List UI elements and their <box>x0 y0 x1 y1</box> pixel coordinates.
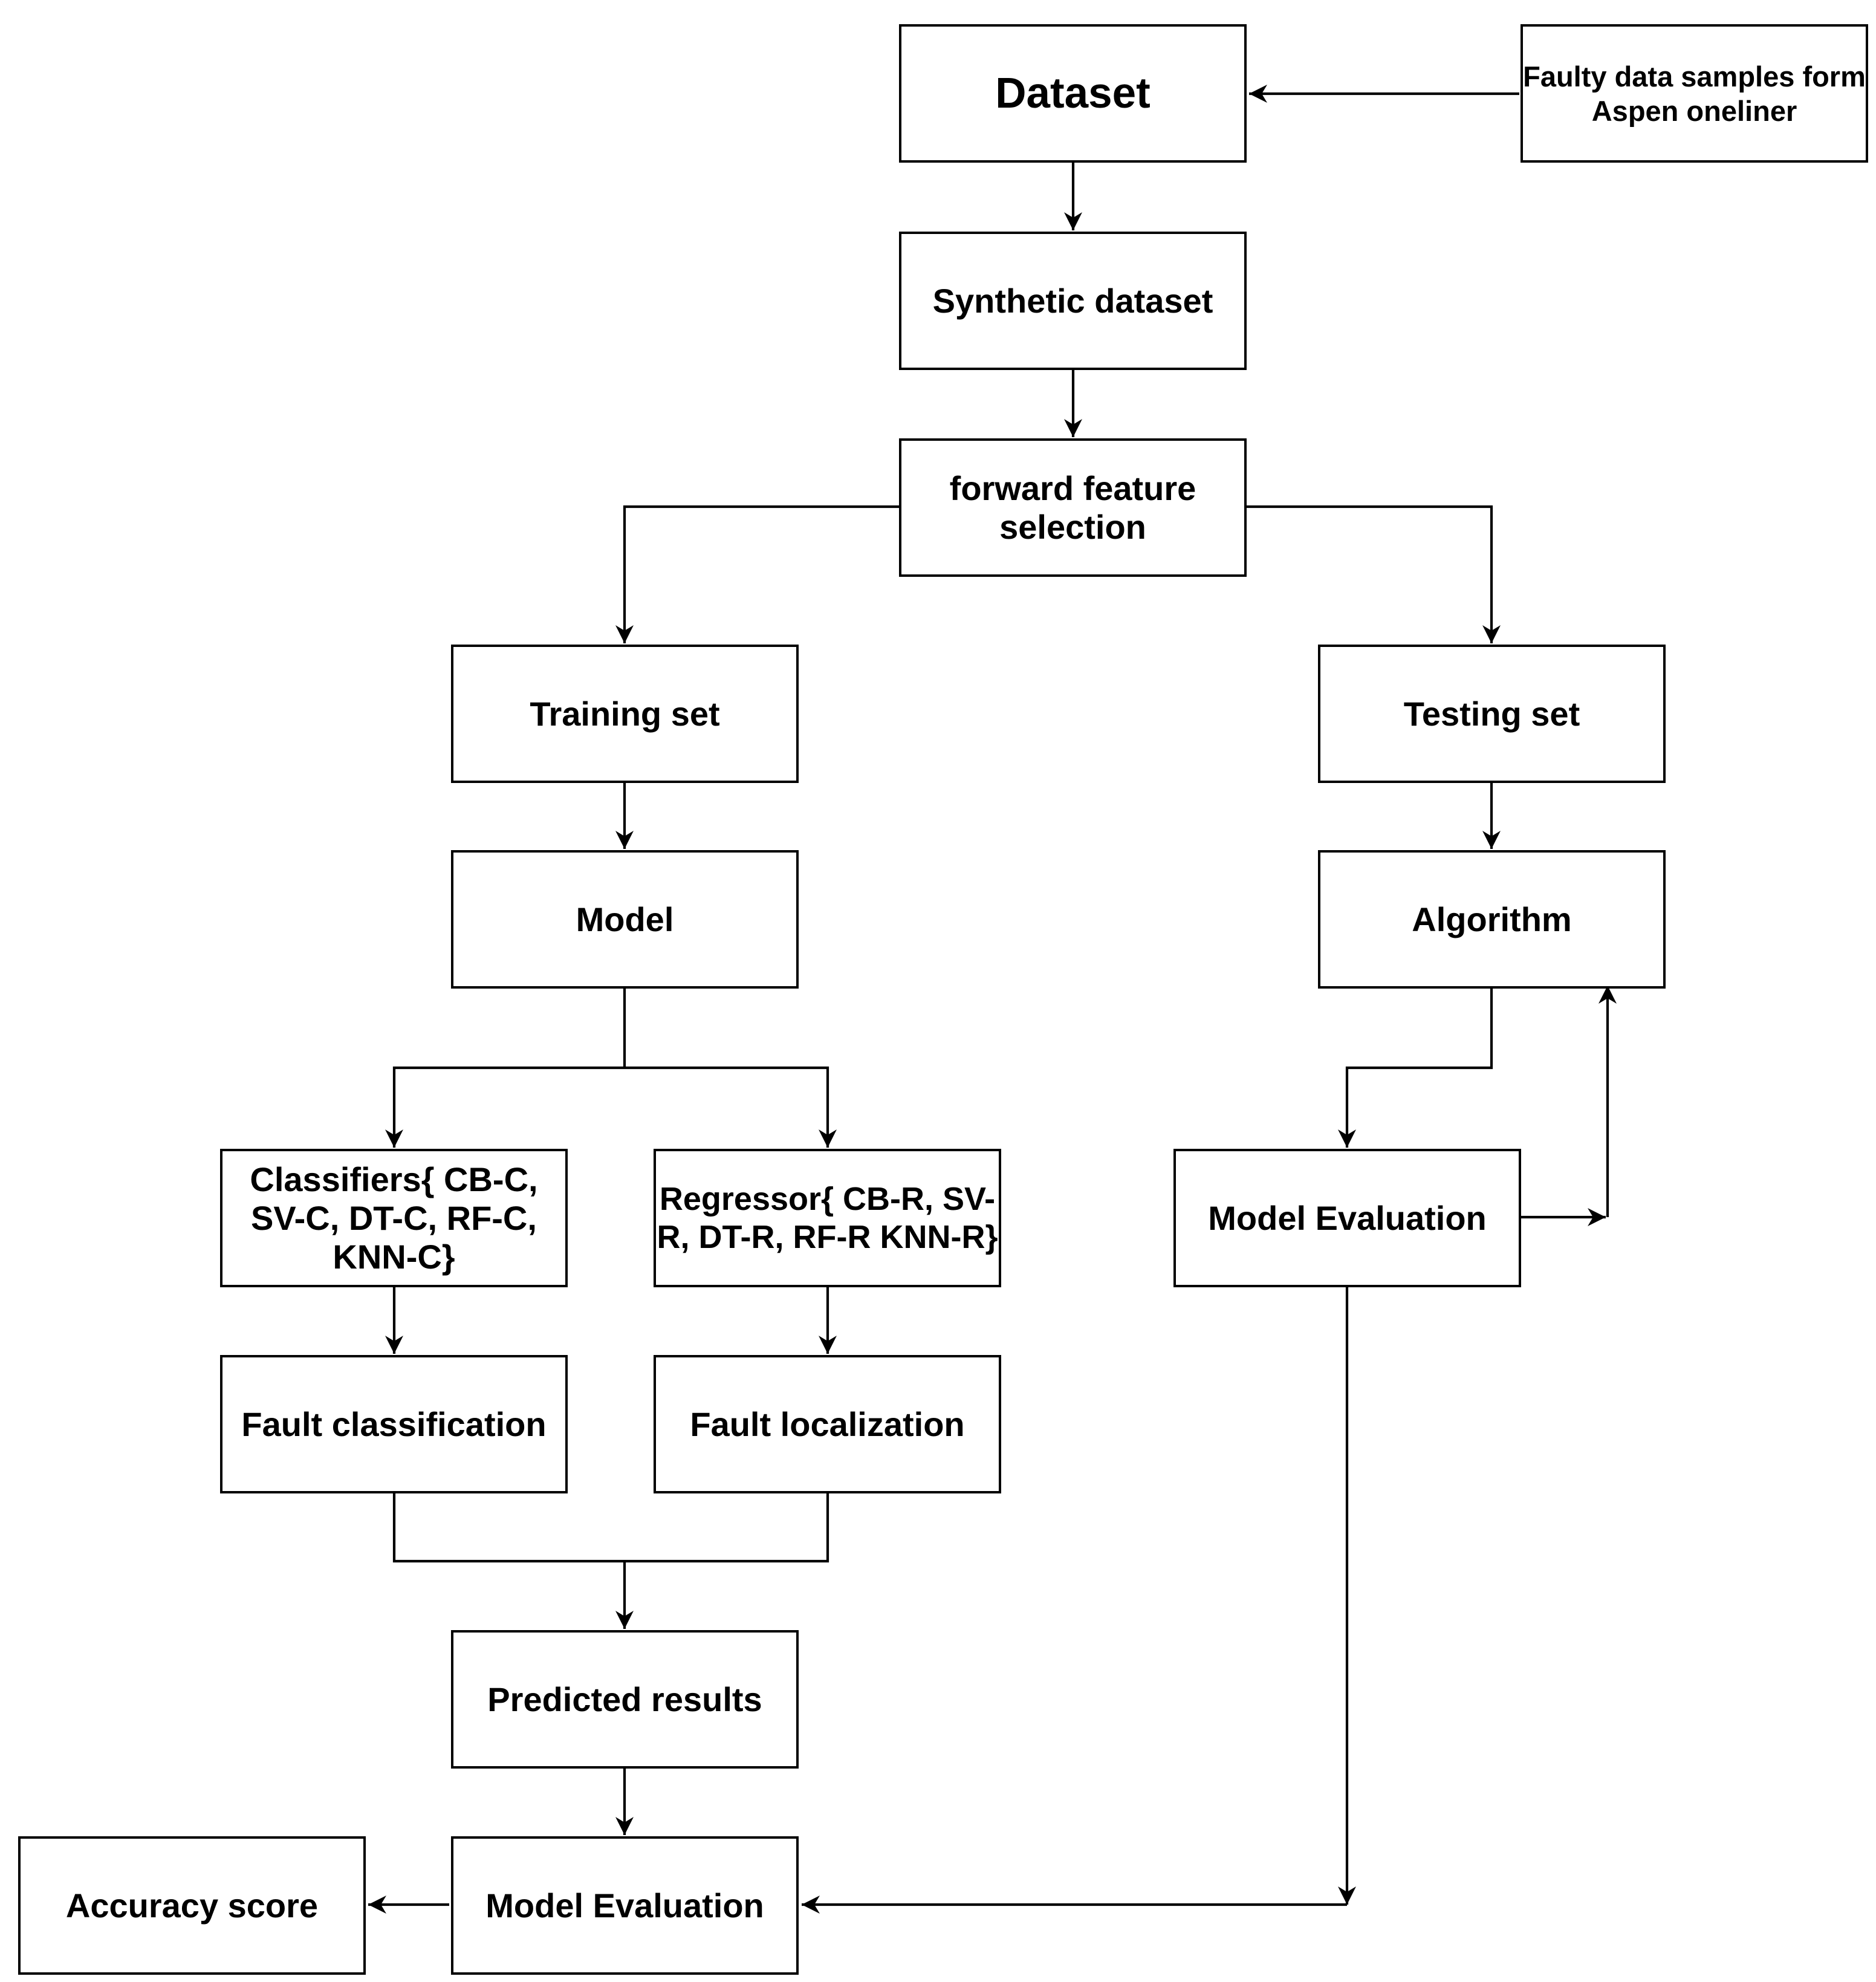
edge-fault-join <box>392 1492 829 1563</box>
node-forward-feature-selection-label: forward feature selection <box>949 469 1196 546</box>
edge-model-to-classifiers <box>385 1066 625 1148</box>
node-faulty-samples: Faulty data samples form Aspen oneliner <box>1521 24 1868 163</box>
edge-feature-selection-to-testing-set <box>1247 505 1501 643</box>
node-testing-set-label: Testing set <box>1403 694 1580 733</box>
node-synthetic-dataset-label: Synthetic dataset <box>932 281 1213 320</box>
node-algorithm-label: Algorithm <box>1412 900 1572 938</box>
node-faulty-samples-label: Faulty data samples form Aspen oneliner <box>1523 60 1866 127</box>
node-model-evaluation-bottom: Model Evaluation <box>451 1836 799 1975</box>
node-classifiers: Classifiers{ CB-C, SV-C, DT-C, RF-C, KNN… <box>220 1149 568 1287</box>
node-training-set-label: Training set <box>530 694 720 733</box>
node-testing-set: Testing set <box>1318 645 1666 783</box>
node-model-evaluation-bottom-label: Model Evaluation <box>485 1886 764 1925</box>
node-regressor: Regressor{ CB-R, SV-R, DT-R, RF-R KNN-R} <box>654 1149 1001 1287</box>
node-fault-classification: Fault classification <box>220 1355 568 1493</box>
node-model-evaluation-right: Model Evaluation <box>1173 1149 1521 1287</box>
edge-feature-selection-to-training-set <box>615 505 899 643</box>
node-predicted-results-label: Predicted results <box>487 1680 762 1718</box>
node-dataset: Dataset <box>899 24 1247 163</box>
node-fault-localization-label: Fault localization <box>690 1405 965 1443</box>
node-classifiers-label: Classifiers{ CB-C, SV-C, DT-C, RF-C, KNN… <box>250 1160 538 1276</box>
node-algorithm: Algorithm <box>1318 850 1666 989</box>
edge-model-to-regressor <box>625 1066 837 1148</box>
node-training-set: Training set <box>451 645 799 783</box>
node-forward-feature-selection: forward feature selection <box>899 438 1247 577</box>
node-fault-classification-label: Fault classification <box>241 1405 547 1443</box>
node-predicted-results: Predicted results <box>451 1630 799 1769</box>
node-model: Model <box>451 850 799 989</box>
edge-algorithm-to-model-evaluation <box>1338 988 1493 1148</box>
node-accuracy-score-label: Accuracy score <box>65 1886 319 1925</box>
node-model-label: Model <box>576 900 674 938</box>
node-synthetic-dataset: Synthetic dataset <box>899 232 1247 370</box>
node-regressor-label: Regressor{ CB-R, SV-R, DT-R, RF-R KNN-R} <box>657 1180 998 1255</box>
node-fault-localization: Fault localization <box>654 1355 1001 1493</box>
node-model-evaluation-right-label: Model Evaluation <box>1208 1198 1487 1237</box>
node-accuracy-score: Accuracy score <box>18 1836 366 1975</box>
node-dataset-label: Dataset <box>995 69 1151 117</box>
